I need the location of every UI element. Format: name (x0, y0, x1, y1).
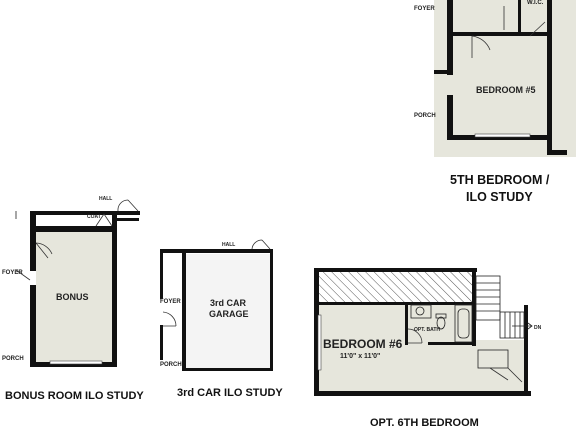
bath-tub-inner (457, 308, 470, 339)
bedroom5-closet-door (529, 21, 546, 37)
garage-porch-label: PORCH (160, 362, 182, 368)
bonus-plan: HALL COAT FOYER PORCH BONUS BONUS ROOM I… (2, 196, 144, 402)
bonus-foyer-label: FOYER (2, 270, 23, 276)
bedroom5-right-wall (547, 0, 552, 155)
garage-caption: 3rd CAR ILO STUDY (177, 387, 283, 399)
bonus-right-wall (112, 215, 117, 367)
bedroom6-caption: OPT. 6TH BEDROOM (370, 417, 479, 429)
bonus-coat-label: COAT (87, 214, 101, 220)
bedroom6-bath-right-wall (472, 268, 476, 346)
bonus-hall-door (117, 199, 139, 212)
bonus-room-label: BONUS (56, 292, 89, 302)
bonus-floor (36, 232, 112, 362)
bedroom6-closet (477, 349, 509, 369)
garage-right-wall (270, 249, 273, 371)
bedroom6-dimensions: 11'0" x 11'0" (340, 353, 380, 360)
bonus-inner-top-wall (36, 226, 116, 232)
garage-hall-door (251, 239, 271, 250)
bath-tub (454, 304, 473, 343)
bedroom6-left-wall (314, 268, 319, 396)
bonus-bottom-wall (30, 362, 117, 367)
bath-toilet-tank (435, 313, 447, 319)
bedroom6-bath-label: OPT. BATH (414, 327, 440, 333)
garage-hall-label: HALL (222, 242, 235, 248)
garage-floor (186, 254, 270, 369)
bedroom6-floor (319, 305, 472, 391)
bedroom6-plan: BEDROOM #6 11'0" x 11'0" OPT. BATH DN OP… (314, 268, 542, 429)
bedroom5-left-wall-lower (447, 95, 453, 140)
bedroom5-right-jog (547, 150, 567, 155)
bonus-hall-label: HALL (99, 196, 112, 202)
bonus-coat-door (95, 213, 113, 227)
bonus-left-wall-lower (30, 285, 36, 367)
bedroom6-bottom-wall (314, 391, 531, 396)
garage-room-line1: 3rd CAR (210, 298, 247, 308)
bonus-foyer-door (15, 269, 31, 281)
bedroom6-top-wall (314, 268, 477, 272)
garage-left-wall (182, 249, 186, 371)
bedroom5-closet-wall (453, 32, 547, 36)
bedroom5-bottom-wall (447, 135, 552, 140)
garage-foyer-door (162, 311, 177, 327)
bonus-caption: BONUS ROOM ILO STUDY (5, 390, 144, 402)
bonus-left-wall-upper (30, 211, 36, 271)
bedroom6-attic-wall (319, 302, 474, 305)
bonus-porch-label: PORCH (2, 356, 24, 362)
bath-vanity (410, 304, 432, 319)
bedroom6-room-label: BEDROOM #6 (323, 337, 403, 351)
bedroom5-room-label: BEDROOM #5 (476, 85, 536, 95)
garage-foyer-label: FOYER (160, 299, 181, 305)
bedroom6-window (317, 314, 322, 371)
bath-toilet (436, 316, 446, 330)
garage-outer-left-lower (160, 325, 163, 360)
bedroom5-wic-label: W.I.C. (527, 0, 544, 6)
bath-door-swing (407, 328, 423, 344)
bedroom5-closet-divider (518, 0, 521, 36)
bedroom5-porch-label: PORCH (414, 113, 436, 119)
bedroom5-plan: FOYER W.I.C. PORCH BEDROOM #5 5TH BEDROO… (414, 0, 576, 204)
bedroom5-caption-line2: ILO STUDY (466, 190, 533, 204)
bedroom5-floor (434, 0, 576, 157)
garage-plan: HALL FOYER PORCH 3rd CAR GARAGE 3rd CAR … (160, 239, 283, 399)
bedroom6-dn-label: DN (534, 325, 542, 331)
bath-sink (415, 306, 425, 316)
bedroom5-foyer-stub (434, 70, 453, 74)
garage-top-wall (160, 249, 272, 253)
bonus-door-swing (35, 242, 53, 259)
bedroom5-door-swing (471, 35, 491, 58)
bedroom5-window (474, 133, 531, 138)
bedroom6-stairs (475, 275, 533, 339)
bonus-top-wall (30, 211, 140, 215)
bedroom5-caption-line1: 5TH BEDROOM / (450, 173, 550, 187)
bonus-window (49, 360, 103, 365)
garage-bottom-wall (182, 368, 273, 371)
bedroom5-left-wall-upper (447, 0, 453, 75)
bedroom6-stair-right-wall (524, 305, 528, 396)
bedroom6-bath-left-wall (405, 302, 408, 345)
garage-outer-left-wall (160, 249, 163, 299)
bedroom6-hall-floor (472, 340, 526, 391)
garage-room-line2: GARAGE (209, 309, 249, 319)
bedroom6-closet-door (489, 367, 523, 383)
bedroom6-bath-bottom-wall (428, 342, 476, 345)
bedroom5-foyer-label: FOYER (414, 6, 435, 12)
bedroom6-attic-hatch (319, 272, 472, 305)
bonus-coat-wall (117, 218, 139, 221)
